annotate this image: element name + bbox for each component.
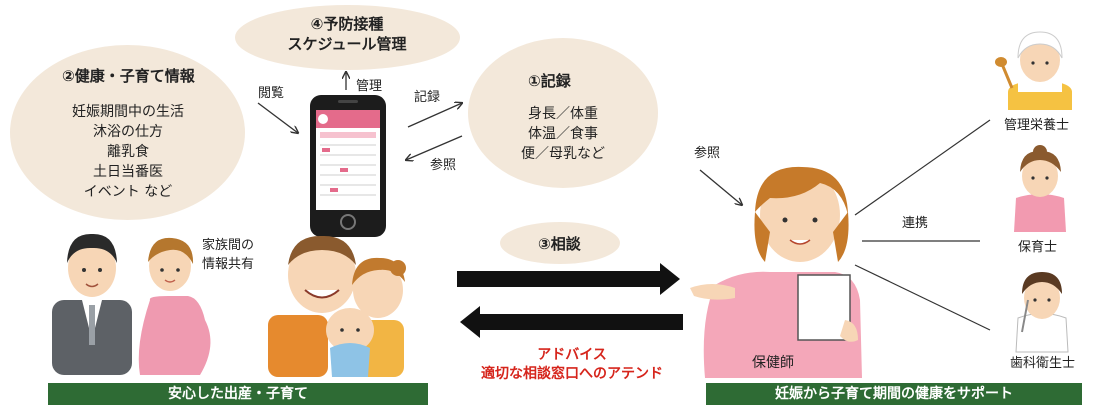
role-dietitian: 管理栄養士 [1004, 118, 1070, 133]
health-info-bubble [10, 45, 245, 220]
role-public-health-nurse: 保健師 [752, 355, 794, 371]
role-childcare-worker: 保育士 [1018, 240, 1058, 255]
record-item: 便／母乳など [521, 146, 605, 162]
father-illustration [52, 233, 132, 375]
browse-arrow [257, 102, 298, 133]
vaccination-title-line2: スケジュール管理 [287, 35, 407, 53]
childcare-worker-illustration [1014, 145, 1066, 232]
reference-nurse-label: 参照 [694, 146, 721, 161]
consultation-title: ③相談 [538, 235, 581, 253]
consult-big-arrow [457, 263, 680, 295]
health-info-item: 沐浴の仕方 [93, 124, 163, 140]
consultation-bubble [500, 222, 620, 264]
vaccination-title: ④予防接種 スケジュール管理 [262, 14, 432, 54]
vaccination-bubble [235, 5, 460, 70]
smartphone-illustration [310, 95, 386, 237]
health-info-item: 土日当番医 [93, 164, 163, 180]
record-item: 身長／体重 [528, 106, 598, 122]
record-arrow [407, 103, 462, 128]
advice-text: アドバイス 適切な相談窓口へのアテンド [452, 346, 692, 384]
manage-label: 管理 [356, 79, 383, 94]
vaccination-title-line1: ④予防接種 [310, 15, 384, 33]
family-share-line2: 情報共有 [202, 257, 255, 272]
advice-big-arrow [460, 306, 683, 338]
health-info-title: ②健康・子育て情報 [62, 67, 195, 85]
record-bubble [468, 38, 658, 188]
health-info-list: 妊娠期間中の生活 沐浴の仕方 離乳食 土日当番医 イベント など [48, 102, 208, 202]
reference-nurse-arrow [699, 169, 742, 205]
reference-label: 参照 [430, 158, 457, 173]
browse-label: 閲覧 [258, 86, 285, 101]
health-info-item: イベント など [83, 184, 173, 200]
record-item: 体温／食事 [528, 126, 598, 142]
record-list: 身長／体重 体温／食事 便／母乳など [488, 104, 638, 164]
advice-line1: アドバイス [537, 347, 607, 363]
role-dental-hygienist: 歯科衛生士 [1010, 356, 1076, 371]
family-share-label: 家族間の 情報共有 [202, 236, 254, 274]
health-info-item: 離乳食 [107, 144, 149, 160]
banner-left: 安心した出産・子育て [48, 383, 428, 405]
family-illustration [268, 235, 406, 377]
dental-hygienist-illustration [1015, 272, 1069, 353]
banner-right: 妊娠から子育て期間の健康をサポート [706, 383, 1082, 405]
link-dental [854, 264, 991, 331]
link-dietitian [854, 119, 991, 216]
record-label: 記録 [414, 90, 441, 105]
record-title: ①記録 [528, 72, 571, 90]
dietitian-illustration [995, 31, 1072, 110]
reference-arrow [406, 135, 463, 160]
family-share-line1: 家族間の [202, 238, 255, 253]
collaboration-label: 連携 [902, 216, 929, 231]
nurse-illustration [690, 166, 862, 378]
advice-line2: 適切な相談窓口へのアテンド [481, 366, 663, 382]
health-info-item: 妊娠期間中の生活 [72, 104, 184, 120]
pregnant-mother-illustration [138, 237, 211, 375]
